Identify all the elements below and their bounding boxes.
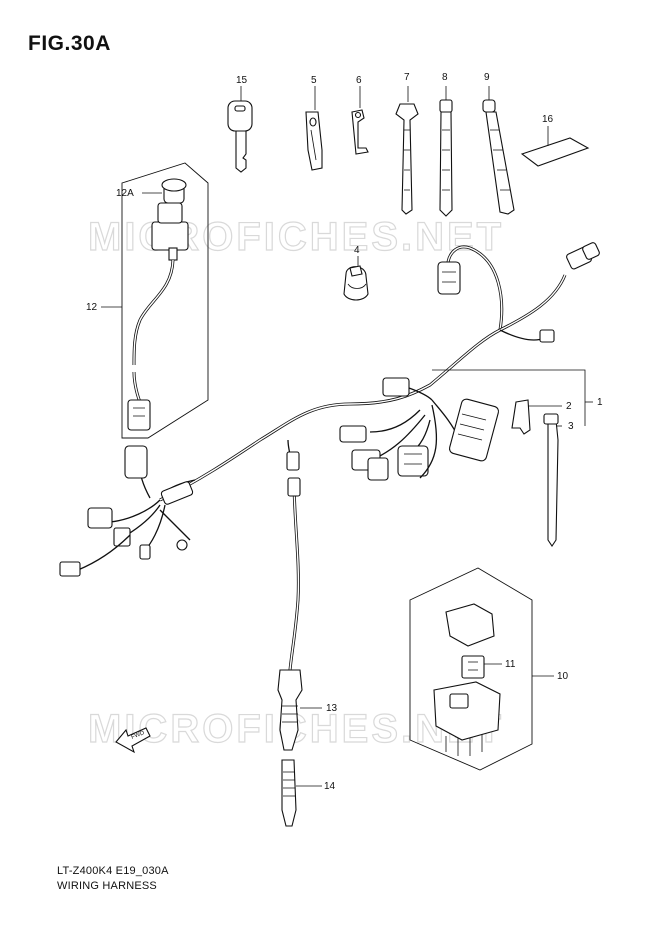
model-code: LT-Z400K4 E19_030A: [57, 865, 169, 877]
callout-5: 5: [311, 75, 317, 86]
ignition-key-part[interactable]: [227, 100, 253, 173]
forward-direction-arrow: FWD: [115, 727, 151, 754]
callout-9: 9: [484, 72, 490, 83]
fuse-part[interactable]: [461, 655, 485, 679]
callout-16: 16: [542, 114, 554, 125]
main-wiring-harness-part[interactable]: [59, 242, 600, 671]
label-sheet-part[interactable]: [520, 137, 590, 167]
relay-group-box: [409, 567, 533, 771]
callout-7: 7: [404, 72, 410, 83]
callout-10: 10: [557, 671, 569, 682]
cover-part[interactable]: [281, 759, 297, 827]
callout-2: 2: [566, 401, 572, 412]
callout-12: 12: [86, 302, 98, 313]
watermark-top: MICROFICHES.NET: [88, 215, 504, 259]
callout-11: 11: [505, 659, 516, 670]
relay-part[interactable]: [433, 681, 501, 756]
cable-tie-clamp-part[interactable]: [395, 103, 419, 215]
figure-name: WIRING HARNESS: [57, 880, 157, 892]
callout-6: 6: [356, 75, 362, 86]
callout-4: 4: [354, 245, 360, 256]
callout-12a: 12A: [116, 188, 134, 199]
callout-1: 1: [597, 397, 603, 408]
clip-part[interactable]: [351, 109, 369, 155]
bracket-part[interactable]: [305, 111, 323, 171]
relay-cover-part[interactable]: [445, 603, 495, 647]
band-part[interactable]: [482, 99, 515, 215]
callout-13: 13: [326, 703, 338, 714]
callout-8: 8: [442, 72, 448, 83]
figure-title: FIG.30A: [28, 32, 111, 55]
fwd-label: FWD: [131, 730, 147, 741]
callout-3: 3: [568, 421, 574, 432]
callout-14: 14: [324, 781, 336, 792]
bracket-tie-part[interactable]: [511, 399, 559, 547]
cable-tie-part[interactable]: [439, 99, 453, 217]
callout-15: 15: [236, 75, 248, 86]
ignition-switch-group-box: [121, 162, 209, 439]
clamp-part[interactable]: [343, 265, 369, 301]
sensor-part[interactable]: [277, 669, 303, 751]
ignition-switch-part[interactable]: [127, 178, 189, 431]
